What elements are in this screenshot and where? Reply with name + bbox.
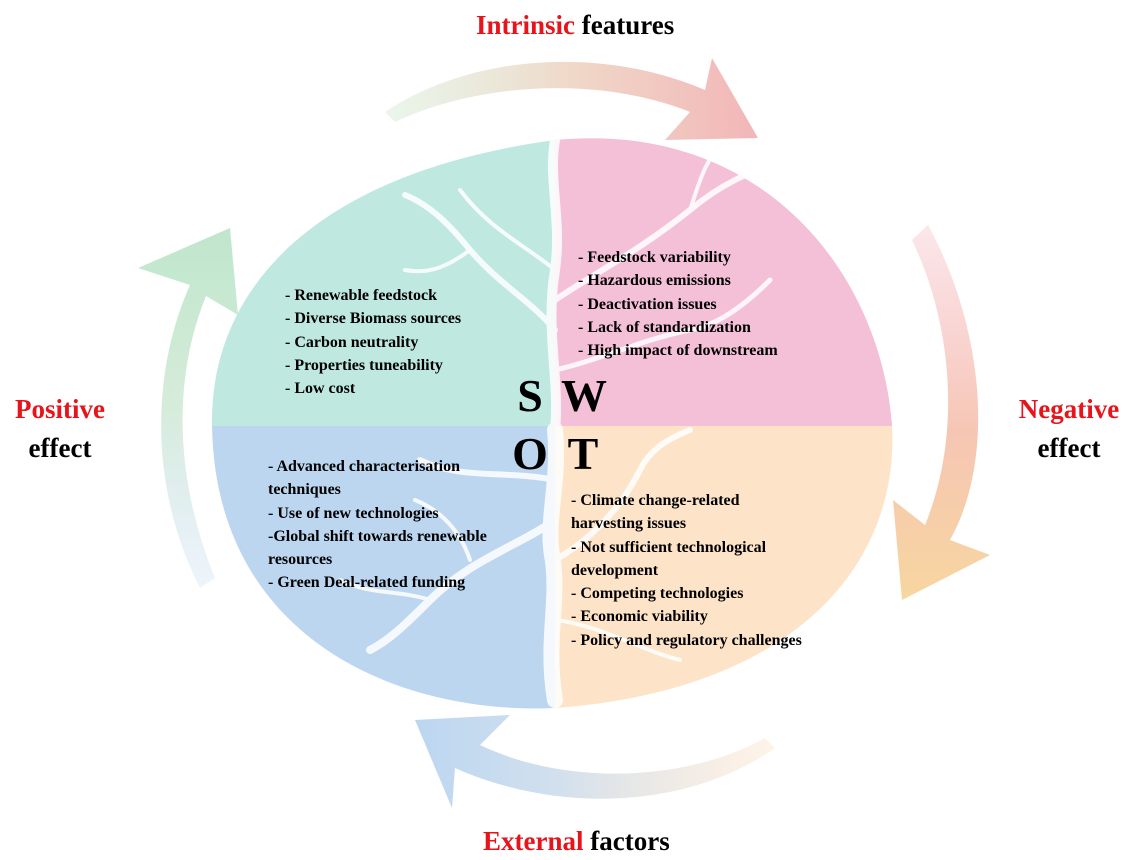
cycle-arrows — [138, 58, 990, 808]
left-axis-accent: Positive — [15, 394, 105, 424]
bottom-axis-label: External factors — [483, 825, 670, 857]
right-cycle-arrow — [893, 225, 990, 600]
weaknesses-item: - High impact of downstream — [578, 342, 778, 360]
opportunities-item: techniques — [268, 481, 341, 499]
threats-item: development — [571, 561, 659, 579]
left-axis-label: Positive effect — [8, 390, 112, 468]
right-axis-label: Negative effect — [1010, 390, 1127, 468]
strengths-item: - Diverse Biomass sources — [285, 310, 462, 328]
strengths-item: - Low cost — [285, 380, 356, 398]
weaknesses-list: - Feedstock variability - Hazardous emiss… — [578, 246, 778, 362]
top-axis-rest: features — [575, 10, 675, 40]
left-cycle-arrow — [138, 228, 238, 588]
letter-w: W — [561, 370, 607, 421]
bottom-cycle-arrow — [415, 715, 775, 808]
top-axis-label: Intrinsic features — [476, 9, 674, 41]
swot-quadrants — [211, 138, 893, 709]
swot-letters: S W O T — [512, 370, 607, 479]
weaknesses-item: - Feedstock variability — [578, 249, 731, 266]
weaknesses-item: - Lack of standardization — [578, 318, 751, 336]
strengths-item: - Properties tuneability — [285, 356, 443, 374]
threats-item: - Policy and regulatory challenges — [571, 631, 802, 649]
left-axis-rest: effect — [28, 433, 92, 464]
bottom-axis-rest: factors — [583, 826, 670, 856]
weaknesses-item: - Hazardous emissions — [578, 272, 731, 290]
threats-item: - Competing technologies — [571, 585, 744, 603]
threats-item: - Climate change-related — [571, 492, 740, 509]
strengths-item: - Carbon neutrality — [285, 333, 419, 351]
bottom-axis-accent: External — [483, 826, 584, 856]
top-axis-accent: Intrinsic — [476, 10, 576, 40]
letter-o: O — [512, 428, 548, 479]
opportunities-item: - Use of new technologies — [268, 504, 439, 522]
opportunities-item: - Green Deal-related funding — [268, 574, 466, 592]
threats-item: harvesting issues — [571, 515, 687, 533]
threats-item: - Economic viability — [571, 608, 708, 626]
top-cycle-arrow — [385, 58, 758, 140]
opportunities-item: resources — [268, 551, 333, 569]
right-axis-rest: effect — [1037, 433, 1101, 464]
vein-pattern — [338, 138, 793, 708]
threats-list: - Climate change-related harvesting issue… — [571, 489, 802, 652]
letter-s: S — [517, 370, 543, 421]
letter-t: T — [568, 428, 599, 479]
strengths-item: - Renewable feedstock — [285, 287, 437, 304]
threats-item: - Not sufficient technological — [571, 538, 767, 556]
opportunities-list: - Advanced characterisation techniques - U… — [268, 455, 487, 595]
weaknesses-item: - Deactivation issues — [578, 295, 717, 313]
opportunities-item: -Global shift towards renewable — [268, 527, 487, 545]
strengths-list: - Renewable feedstock - Diverse Biomass s… — [285, 284, 461, 400]
opportunities-item: - Advanced characterisation — [268, 458, 460, 475]
right-axis-accent: Negative — [1018, 394, 1120, 424]
